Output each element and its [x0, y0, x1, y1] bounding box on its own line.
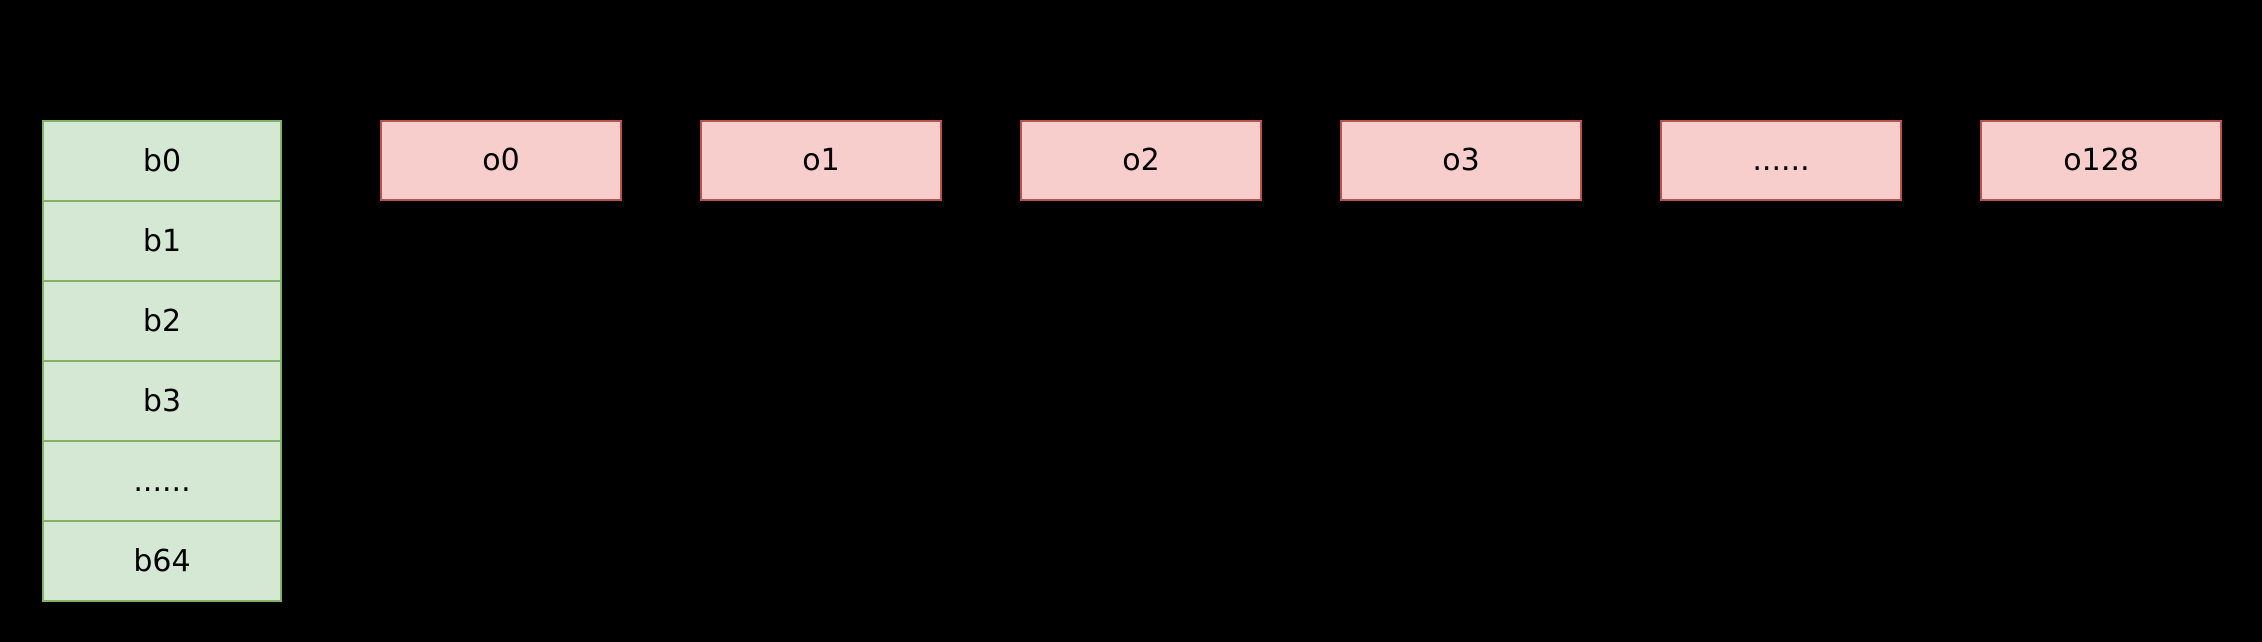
object-box-o2: o2	[1020, 120, 1262, 201]
object-box-o128: o128	[1980, 120, 2222, 201]
bucket-column: b0 b1 b2 b3 ...... b64	[42, 120, 282, 602]
bucket-cell-b2: b2	[44, 280, 280, 360]
object-box-ellipsis: ......	[1660, 120, 1902, 201]
bucket-cell-b64: b64	[44, 520, 280, 600]
bucket-cell-ellipsis: ......	[44, 440, 280, 520]
object-box-o1: o1	[700, 120, 942, 201]
bucket-cell-b1: b1	[44, 200, 280, 280]
object-box-o3: o3	[1340, 120, 1582, 201]
bucket-cell-b0: b0	[142, 143, 182, 179]
object-box-o0: o0	[380, 120, 622, 201]
bucket-cell-b3: b3	[44, 360, 280, 440]
